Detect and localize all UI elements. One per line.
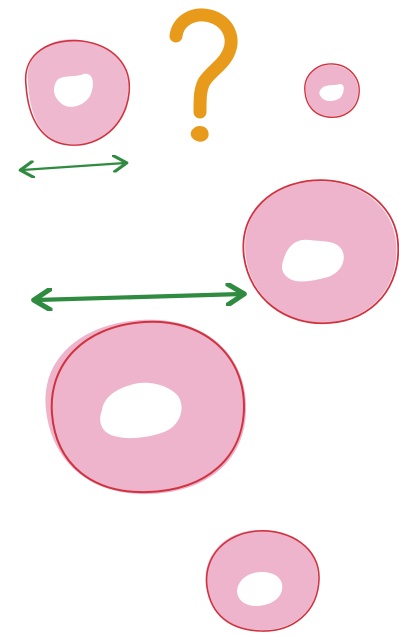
question-mark-icon bbox=[176, 15, 231, 140]
cell-top-right-small bbox=[305, 64, 359, 117]
double-arrow-large bbox=[36, 294, 242, 300]
double-arrow-small bbox=[22, 163, 125, 170]
cell-top-left bbox=[26, 39, 130, 145]
cell-bottom bbox=[206, 530, 319, 631]
cell-center-biggest bbox=[45, 320, 246, 494]
cell-right-large bbox=[243, 180, 398, 323]
